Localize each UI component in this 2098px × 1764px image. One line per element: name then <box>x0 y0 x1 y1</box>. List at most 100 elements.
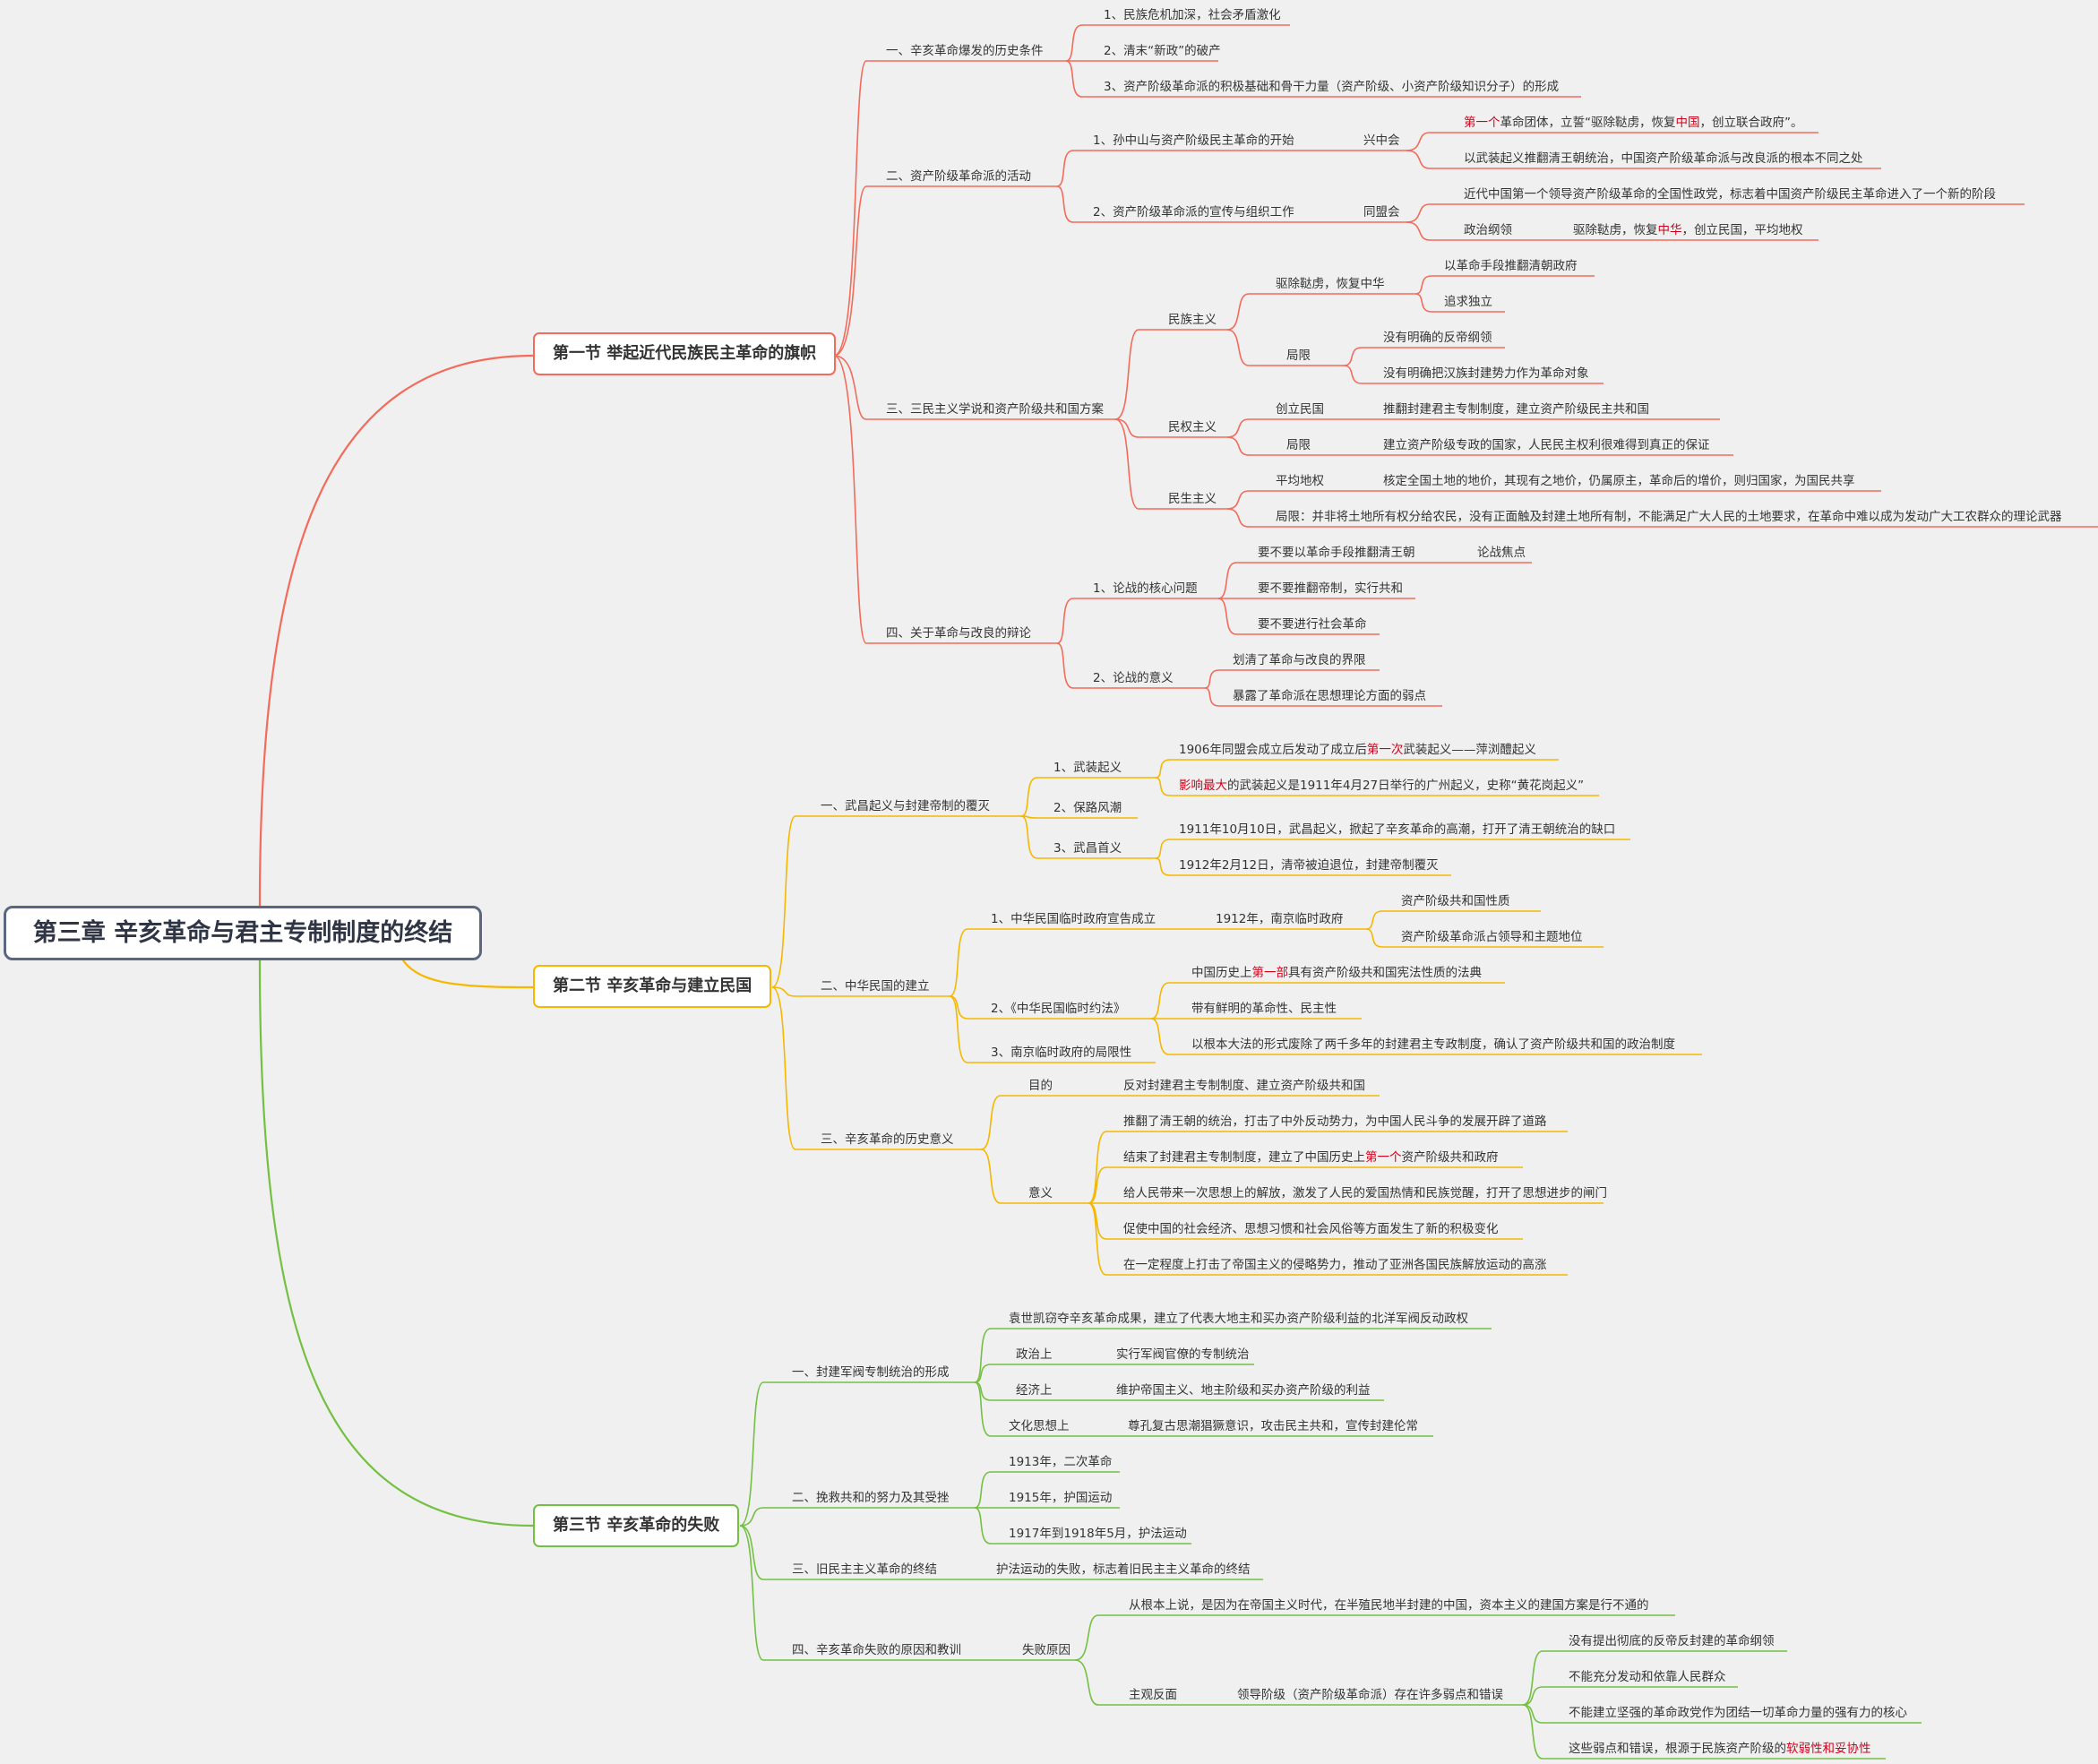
s1-b-xzh-item[interactable]: 以武装起义推翻清王朝统治，中国资产阶级革命派与改良派的根本不同之处 <box>1464 151 1863 166</box>
s1-c-limit-item[interactable]: 没有明确的反帝纲领 <box>1383 331 1492 345</box>
s1-c-minquan-limit[interactable]: 局限 <box>1286 438 1311 452</box>
s1-c-minzu-limit[interactable]: 局限 <box>1286 348 1311 363</box>
s1-c-quchu-item[interactable]: 追求独立 <box>1444 295 1492 309</box>
connector <box>1056 598 1089 644</box>
s3-a-economy-item[interactable]: 维护帝国主义、地主阶级和买办资产阶级的利益 <box>1116 1383 1371 1398</box>
s2-b-topic[interactable]: 二、中华民国的建立 <box>821 979 930 994</box>
s2-a-wz-item[interactable]: 1906年同盟会成立后发动了成立后第一次武装起义——萍浏醴起义 <box>1175 742 1540 761</box>
s2-b-nj-item[interactable]: 资产阶级共和国性质 <box>1401 894 1510 908</box>
s3-d-cause[interactable]: 失败原因 <box>1022 1643 1070 1657</box>
s2-b-yf-item[interactable]: 带有鲜明的革命性、民主性 <box>1191 1002 1337 1016</box>
s3-a-topic[interactable]: 一、封建军阀专制统治的形成 <box>792 1365 950 1380</box>
s1-b-program[interactable]: 政治纲领 <box>1464 223 1512 237</box>
s1-c-quchu-item[interactable]: 以革命手段推翻清朝政府 <box>1444 259 1578 273</box>
s2-a-baolu[interactable]: 2、保路风潮 <box>1053 801 1122 815</box>
s1-b-program-item[interactable]: 驱除鞑虏，恢复中华，创立民国，平均地权 <box>1569 222 1807 241</box>
s1-b-xingzhonghui[interactable]: 兴中会 <box>1363 133 1400 148</box>
s1-d-topic[interactable]: 四、关于革命与改良的辩论 <box>886 626 1031 641</box>
s1-d-focus[interactable]: 论战焦点 <box>1477 546 1526 560</box>
s2-b-yf-item[interactable]: 中国历史上第一部具有资产阶级共和国宪法性质的法典 <box>1188 965 1485 984</box>
s2-c-meaning-item[interactable]: 推翻了清王朝的统治，打击了中外反动势力，为中国人民斗争的发展开辟了道路 <box>1123 1114 1547 1129</box>
s3-d-leader-item[interactable]: 这些弱点和错误，根源于民族资产阶级的软弱性和妥协性 <box>1565 1741 1875 1760</box>
s3-d-topic[interactable]: 四、辛亥革命失败的原因和教训 <box>792 1643 961 1657</box>
s1-b-tmh-item[interactable]: 近代中国第一个领导资产阶级革命的全国性政党，标志着中国资产阶级民主革命进入了一个… <box>1464 187 1996 202</box>
s3-b-topic[interactable]: 二、挽救共和的努力及其受挫 <box>792 1491 950 1505</box>
s3-d-subjective[interactable]: 主观反面 <box>1129 1688 1177 1702</box>
s1-c-chuangli[interactable]: 创立民国 <box>1276 402 1324 417</box>
s2-c-purpose-item[interactable]: 反对封建君主专制制度、建立资产阶级共和国 <box>1123 1079 1365 1093</box>
s3-a-politics-item[interactable]: 实行军阀官僚的专制统治 <box>1116 1347 1250 1362</box>
s3-b-item[interactable]: 1915年，护国运动 <box>1009 1491 1113 1505</box>
s1-c-minquan[interactable]: 民权主义 <box>1168 420 1217 435</box>
s1-c-minsheng-limit[interactable]: 局限：并非将土地所有权分给农民，没有正面触及封建土地所有制，不能满足广大人民的土… <box>1276 510 2062 524</box>
s3-b-item[interactable]: 1917年到1918年5月，护法运动 <box>1009 1527 1187 1541</box>
s1-a-item[interactable]: 2、清末“新政”的破产 <box>1104 44 1221 58</box>
s2-c-meaning-item[interactable]: 促使中国的社会经济、思想习惯和社会风俗等方面发生了新的积极变化 <box>1123 1222 1499 1236</box>
root-topic[interactable]: 第三章 辛亥革命与君主专制制度的终结 <box>4 906 482 960</box>
s3-d-leader-item[interactable]: 不能充分发动和依靠人民群众 <box>1569 1670 1726 1684</box>
s1-b-topic[interactable]: 二、资产阶级革命派的活动 <box>886 169 1031 184</box>
section-2-topic[interactable]: 第二节 辛亥革命与建立民国 <box>533 965 772 1008</box>
s3-a-item[interactable]: 袁世凯窃夺辛亥革命成果，建立了代表大地主和买办资产阶级利益的北洋军阀反动政权 <box>1009 1312 1468 1326</box>
s3-d-leader-item[interactable]: 没有提出彻底的反帝反封建的革命纲领 <box>1569 1634 1775 1648</box>
s2-a-wz-item[interactable]: 影响最大的武装起义是1911年4月27日举行的广州起义，史称“黄花岗起义” <box>1175 778 1587 796</box>
s2-a-wc-item[interactable]: 1912年2月12日，清帝被迫退位，封建帝制覆灭 <box>1179 858 1439 873</box>
s2-c-meaning-item[interactable]: 给人民带来一次思想上的解放，激发了人民的爱国热情和民族觉醒，打开了思想进步的闸门 <box>1123 1186 1607 1200</box>
s3-d-leader[interactable]: 领导阶级（资产阶级革命派）存在许多弱点和错误 <box>1237 1688 1503 1702</box>
connector <box>1114 418 1165 438</box>
s3-a-culture[interactable]: 文化思想上 <box>1009 1419 1070 1433</box>
highlight-text: 软弱性和妥协性 <box>1786 1742 1871 1756</box>
s3-d-fundamental[interactable]: 从根本上说，是因为在帝国主义时代，在半殖民地半封建的中国，资本主义的建国方案是行… <box>1129 1598 1649 1613</box>
s1-c-pingjun[interactable]: 平均地权 <box>1276 474 1324 488</box>
s1-c-topic[interactable]: 三、三民主义学说和资产阶级共和国方案 <box>886 402 1104 417</box>
s1-a-item[interactable]: 1、民族危机加深，社会矛盾激化 <box>1104 8 1281 22</box>
s2-c-meaning-item[interactable]: 在一定程度上打击了帝国主义的侵略势力，推动了亚洲各国民族解放运动的高涨 <box>1123 1258 1547 1272</box>
s3-a-politics[interactable]: 政治上 <box>1016 1347 1053 1362</box>
s1-a-topic[interactable]: 一、辛亥革命爆发的历史条件 <box>886 44 1044 58</box>
s2-c-topic[interactable]: 三、辛亥革命的历史意义 <box>821 1132 954 1147</box>
s2-b-linshi[interactable]: 1、中华民国临时政府宣告成立 <box>991 912 1156 926</box>
connector <box>974 1328 1005 1383</box>
s1-d-core-item[interactable]: 要不要以革命手段推翻清王朝 <box>1258 546 1415 560</box>
s1-c-chuangli-item[interactable]: 推翻封建君主专制制度，建立资产阶级民主共和国 <box>1383 402 1649 417</box>
s2-b-yuefa[interactable]: 2、《中华民国临时约法》 <box>991 1002 1126 1016</box>
s1-c-limit-item[interactable]: 没有明确把汉族封建势力作为革命对象 <box>1383 366 1589 381</box>
s2-c-meaning-item[interactable]: 结束了封建君主专制制度，建立了中国历史上第一个资产阶级共和政府 <box>1120 1149 1502 1168</box>
connector <box>1088 1202 1120 1240</box>
s1-b-sun[interactable]: 1、孙中山与资产阶级民主革命的开始 <box>1093 133 1294 148</box>
s1-b-xzh-item[interactable]: 第一个革命团体，立誓“驱除鞑虏，恢复中国，创立联合政府”。 <box>1460 115 1807 133</box>
s1-c-minzu[interactable]: 民族主义 <box>1168 313 1217 327</box>
s3-b-item[interactable]: 1913年，二次革命 <box>1009 1455 1113 1469</box>
s1-c-pingjun-item[interactable]: 核定全国土地的地价，其现有之地价，仍属原主，革命后的增价，则归国家，为国民共享 <box>1383 474 1855 488</box>
s1-a-item[interactable]: 3、资产阶级革命派的积极基础和骨干力量（资产阶级、小资产阶级知识分子）的形成 <box>1104 80 1560 94</box>
s3-c-item[interactable]: 护法运动的失败，标志着旧民主主义革命的终结 <box>996 1562 1251 1577</box>
section-1-topic[interactable]: 第一节 举起近代民族民主革命的旗帜 <box>533 332 837 375</box>
s2-a-wuzhuang[interactable]: 1、武装起义 <box>1053 761 1122 775</box>
s1-d-sig-item[interactable]: 划清了革命与改良的界限 <box>1233 653 1366 667</box>
s2-c-meaning[interactable]: 意义 <box>1028 1186 1053 1200</box>
s2-a-topic[interactable]: 一、武昌起义与封建帝制的覆灭 <box>821 799 990 813</box>
s1-c-minsheng[interactable]: 民生主义 <box>1168 492 1217 506</box>
s3-a-economy[interactable]: 经济上 <box>1016 1383 1053 1398</box>
section-3-topic[interactable]: 第三节 辛亥革命的失败 <box>533 1504 740 1547</box>
s3-d-leader-item[interactable]: 不能建立坚强的革命政党作为团结一切革命力量的强有力的核心 <box>1569 1706 1907 1720</box>
s1-d-significance[interactable]: 2、论战的意义 <box>1093 671 1174 685</box>
s1-b-prop[interactable]: 2、资产阶级革命派的宣传与组织工作 <box>1093 205 1294 219</box>
s1-d-core-item[interactable]: 要不要推翻帝制，实行共和 <box>1258 581 1403 596</box>
s1-b-tongmenghui[interactable]: 同盟会 <box>1363 205 1400 219</box>
s3-c-topic[interactable]: 三、旧民主主义革命的终结 <box>792 1562 937 1577</box>
s2-b-limits[interactable]: 3、南京临时政府的局限性 <box>991 1045 1132 1060</box>
s2-c-purpose[interactable]: 目的 <box>1028 1079 1053 1093</box>
s3-a-culture-item[interactable]: 尊孔复古思潮猖獗意识，攻击民主共和，宣传封建伦常 <box>1128 1419 1418 1433</box>
s2-b-yf-item[interactable]: 以根本大法的形式废除了两千多年的封建君主专政制度，确认了资产阶级共和国的政治制度 <box>1191 1037 1675 1052</box>
s2-b-nanjing[interactable]: 1912年，南京临时政府 <box>1216 912 1344 926</box>
s2-a-wuchang[interactable]: 3、武昌首义 <box>1053 841 1122 856</box>
s1-c-quchu[interactable]: 驱除鞑虏，恢复中华 <box>1276 277 1385 291</box>
connector <box>258 959 534 1527</box>
s2-b-nj-item[interactable]: 资产阶级革命派占领导和主题地位 <box>1401 930 1583 944</box>
s1-c-minquan-limit-item[interactable]: 建立资产阶级专政的国家，人民民主权利很难得到真正的保证 <box>1383 438 1710 452</box>
s1-d-sig-item[interactable]: 暴露了革命派在思想理论方面的弱点 <box>1233 689 1426 703</box>
s1-d-core[interactable]: 1、论战的核心问题 <box>1093 581 1198 596</box>
s2-a-wc-item[interactable]: 1911年10月10日，武昌起义，掀起了辛亥革命的高潮，打开了清王朝统治的缺口 <box>1179 822 1616 837</box>
s1-d-core-item[interactable]: 要不要进行社会革命 <box>1258 617 1367 632</box>
